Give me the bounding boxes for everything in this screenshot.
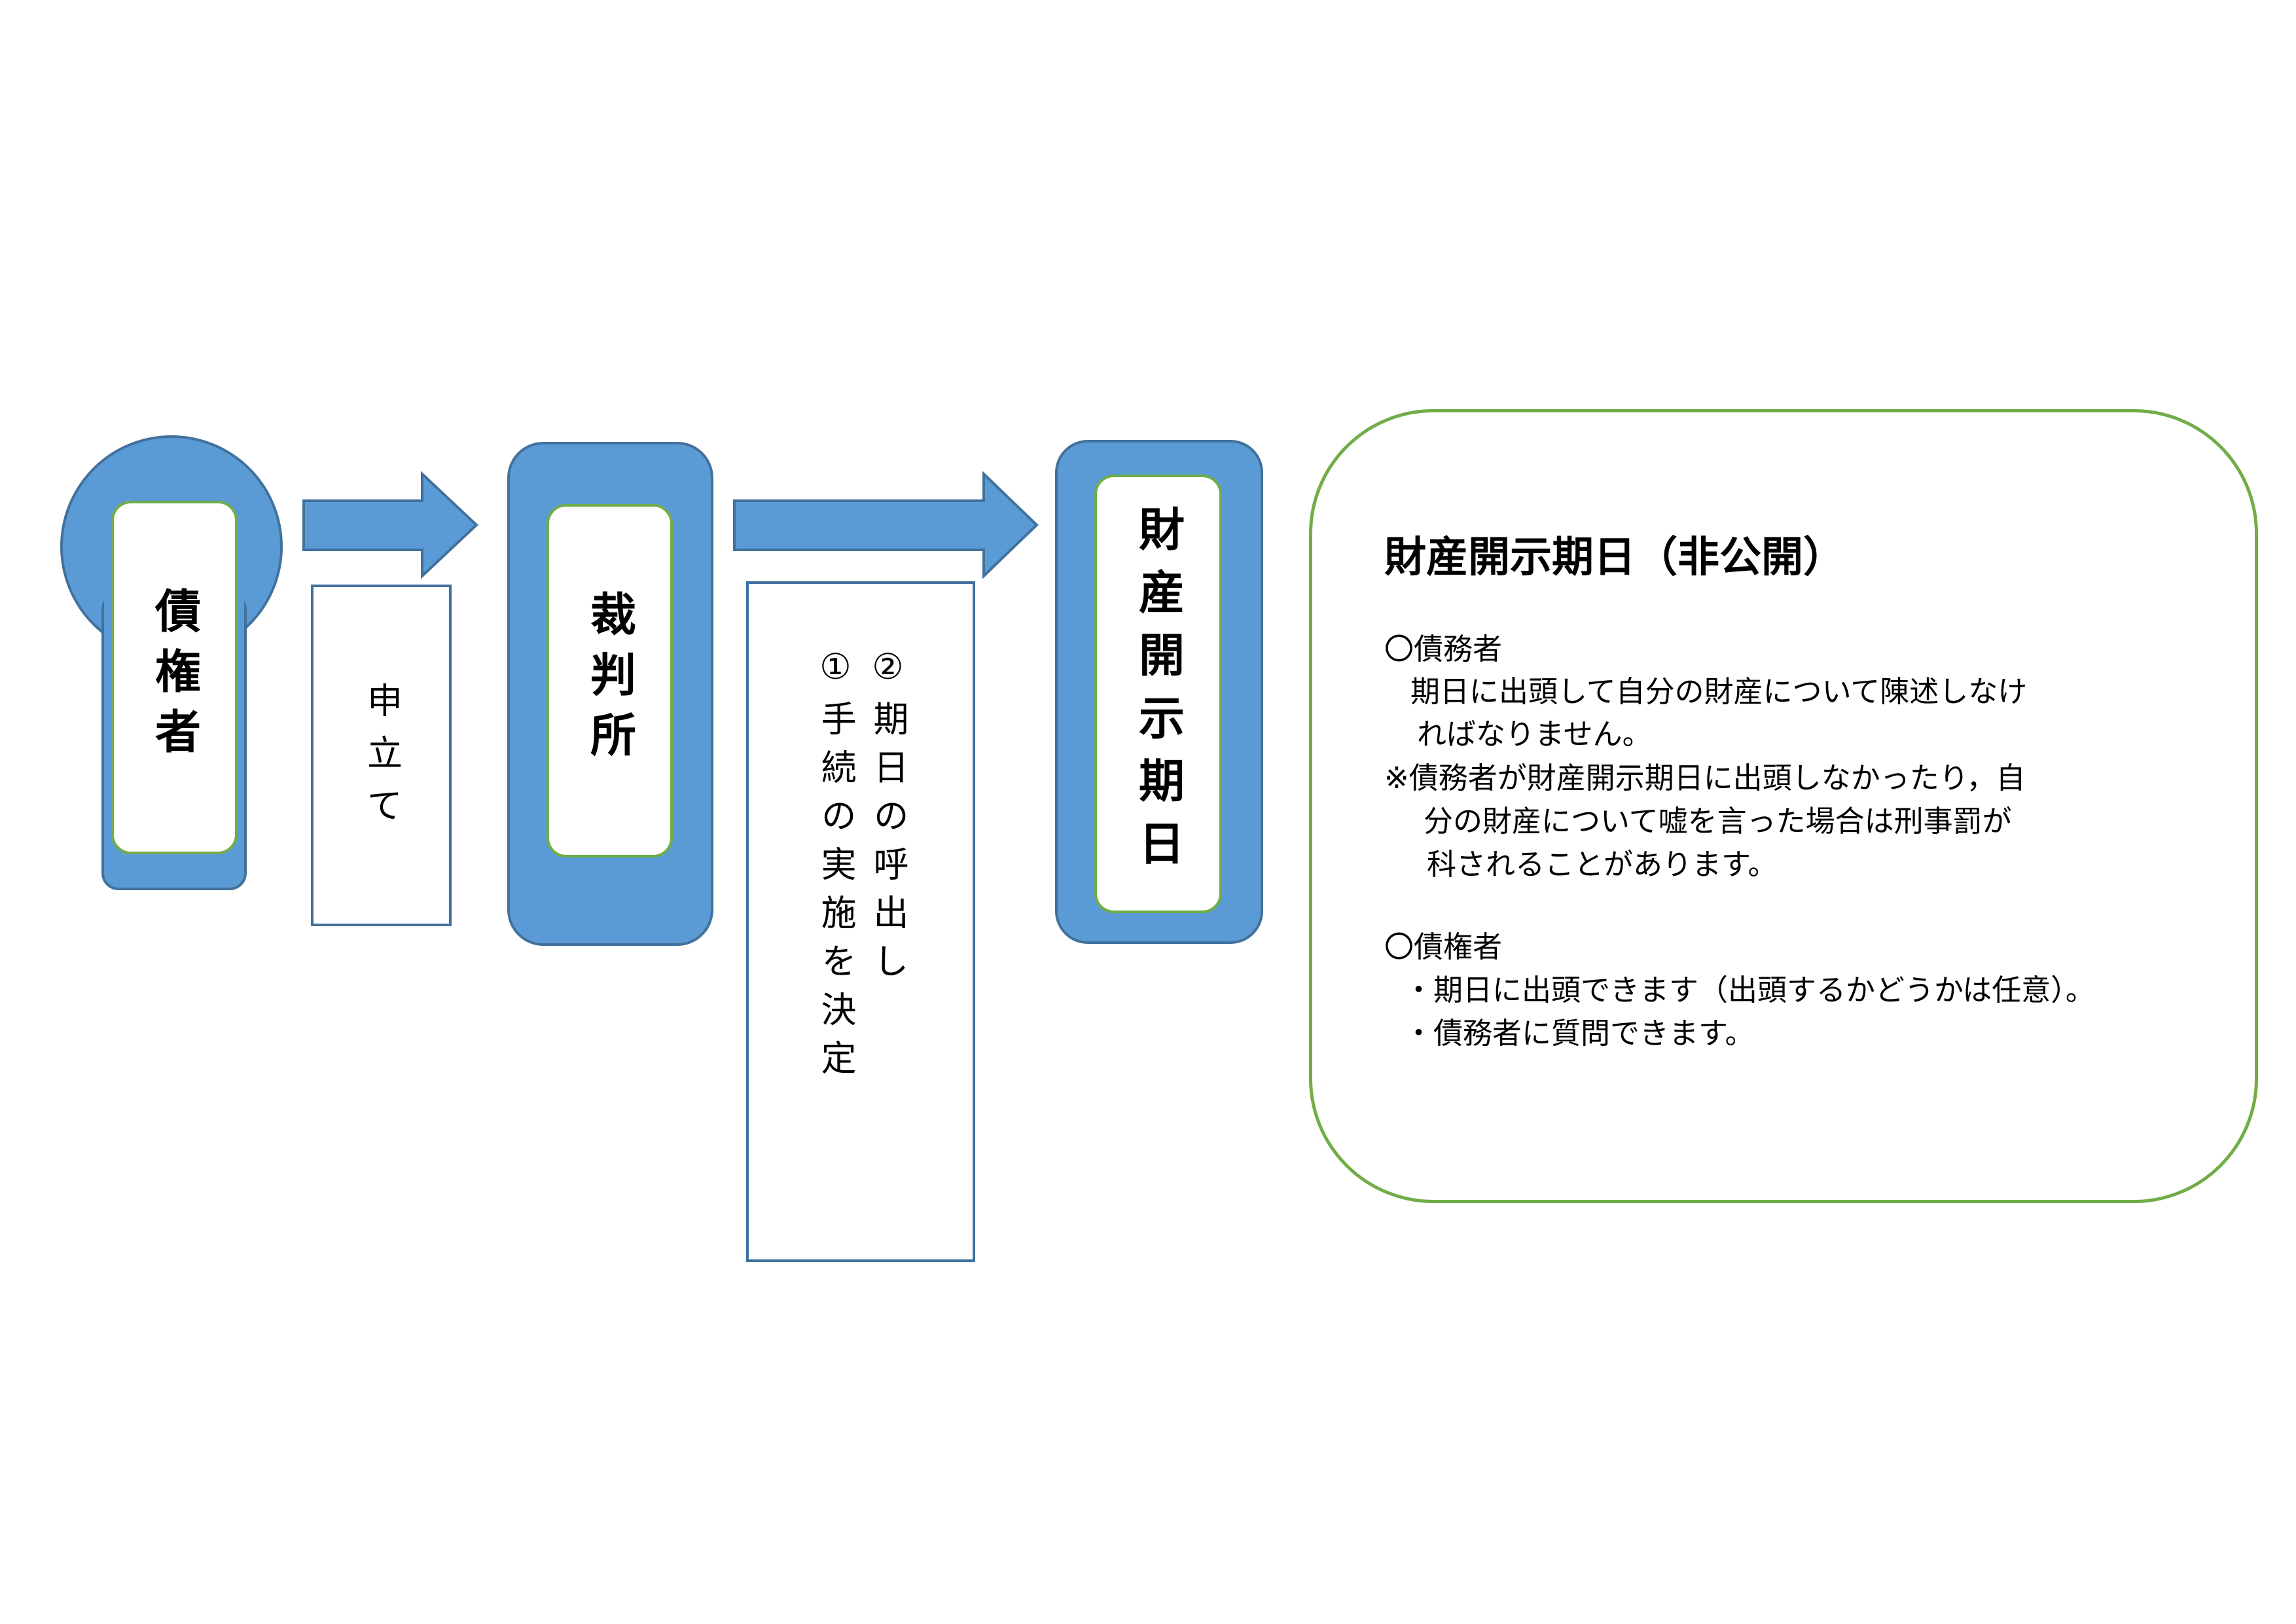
creditor-line-1: ・期日に出頭できます（出頭するかどうかは任意）。 <box>1404 973 2095 1007</box>
disclosure-date-inner: 財産開示期日 <box>1094 475 1222 913</box>
court-inner: 裁判所 <box>547 504 673 857</box>
court-step-1: ①手続の実施を決定 <box>815 646 856 1088</box>
petition-box: 申立て <box>311 585 452 926</box>
debtor-heading: 〇債務者 <box>1384 632 1503 666</box>
arrow-right-icon <box>733 471 1039 579</box>
disclosure-date-label: 財産開示期日 <box>1131 505 1185 882</box>
creditor-label: 債権者 <box>147 587 202 768</box>
arrow-right-icon <box>302 471 478 579</box>
debtor-line-1: 期日に出頭して自分の財産について陳述しなけ <box>1410 674 2028 709</box>
court-steps-box: ②期日の呼出し ①手続の実施を決定 <box>746 581 975 1262</box>
petition-label: 申立て <box>361 682 403 839</box>
note-line-1: ※債務者が財産開示期日に出頭しなかったり，自 <box>1384 761 2026 795</box>
info-title: 財産開示期日（非公開） <box>1384 533 1845 582</box>
info-box: 財産開示期日（非公開） 〇債務者 期日に出頭して自分の財産について陳述しなけ れ… <box>1309 409 2258 1203</box>
debtor-line-2: ればなりません。 <box>1417 717 1652 751</box>
creditor-inner: 債権者 <box>111 501 238 854</box>
court-step-2: ②期日の呼出し <box>867 646 908 991</box>
court-label: 裁判所 <box>583 590 637 771</box>
creditor-heading: 〇債権者 <box>1384 929 1503 964</box>
note-line-3: 科されることがあります。 <box>1427 847 1778 882</box>
note-line-2: 分の財産について嘘を言った場合は刑事罰が <box>1424 804 2012 839</box>
creditor-line-2: ・債務者に質問できます。 <box>1404 1016 1755 1051</box>
